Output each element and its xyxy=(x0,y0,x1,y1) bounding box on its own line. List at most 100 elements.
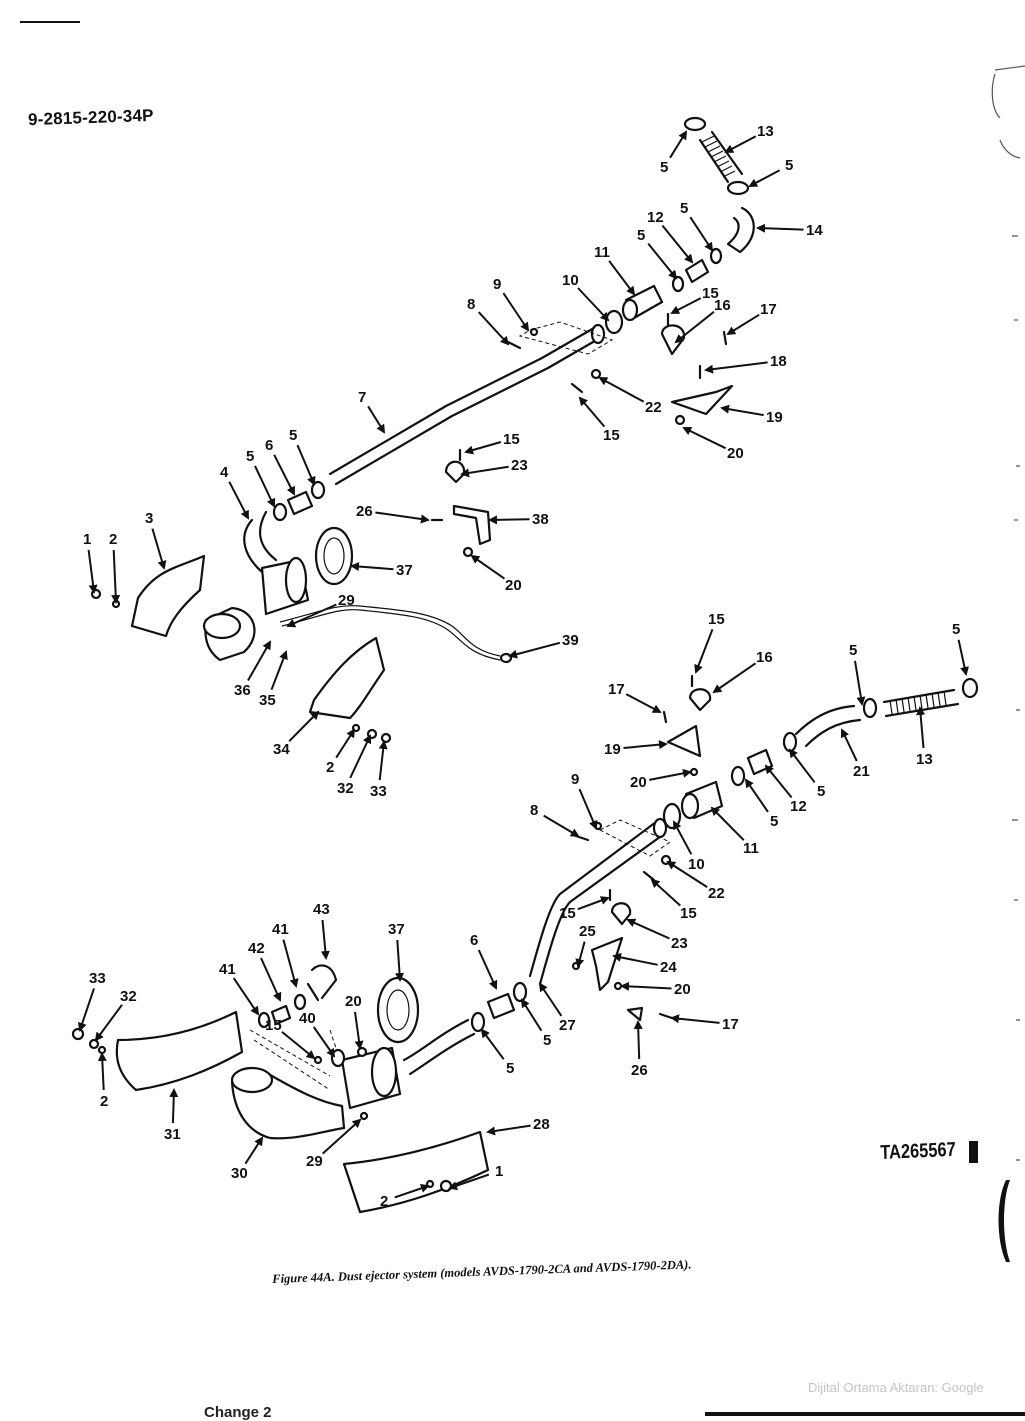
callout-number: 17 xyxy=(760,301,777,318)
callout-leader xyxy=(254,465,276,508)
screw-17 xyxy=(658,1012,674,1020)
callout-number: 23 xyxy=(671,935,688,952)
callout-leader xyxy=(682,427,727,450)
callout-leader xyxy=(916,706,926,749)
callout-leader xyxy=(151,528,167,570)
clamp-ring xyxy=(730,765,746,787)
bolt-8 xyxy=(506,340,522,350)
callout-number: 20 xyxy=(345,993,362,1010)
callout-number: 9 xyxy=(493,276,501,293)
callout-number: 21 xyxy=(853,763,870,780)
callout-leader xyxy=(577,896,610,911)
callout-leader xyxy=(726,313,760,336)
callout-leader xyxy=(111,549,121,604)
clamp-ring xyxy=(470,1011,486,1033)
washer-2 xyxy=(97,1045,107,1055)
callout-leader xyxy=(620,981,672,991)
callout-leader xyxy=(612,952,658,966)
callout-leader xyxy=(77,988,95,1032)
callout-leader xyxy=(477,311,510,346)
callout-number: 5 xyxy=(637,227,645,244)
shield-28 xyxy=(342,1130,490,1214)
bolt-8 xyxy=(574,834,590,842)
callout-number: 34 xyxy=(273,741,290,758)
callout-number: 24 xyxy=(660,959,677,976)
callout-leader xyxy=(608,260,636,296)
flex-hose-upper xyxy=(683,116,750,196)
callout-number: 41 xyxy=(272,921,289,938)
callout-leader xyxy=(674,311,715,344)
callout-number: 10 xyxy=(688,856,705,873)
shield-31 xyxy=(115,1010,244,1092)
nut-20 xyxy=(613,981,623,991)
callout-leader xyxy=(486,1124,531,1136)
nut-33 xyxy=(71,1027,85,1041)
callout-number: 1 xyxy=(83,531,91,548)
callout-number: 5 xyxy=(506,1060,514,1077)
screw-15 xyxy=(642,870,656,882)
callout-leader xyxy=(350,562,394,572)
callout-leaders xyxy=(77,130,969,1199)
tube-27-flange xyxy=(652,817,668,839)
callout-leader xyxy=(169,1088,179,1124)
callout-leader xyxy=(470,554,506,580)
callout-number: 18 xyxy=(770,353,787,370)
callout-leader xyxy=(661,224,694,264)
tube-7 xyxy=(328,326,602,486)
callout-number: 7 xyxy=(358,389,366,406)
callout-number: 35 xyxy=(259,692,276,709)
callout-number: 25 xyxy=(579,923,596,940)
sleeve-6 xyxy=(286,490,314,516)
callout-leader xyxy=(840,728,858,762)
callout-number: 12 xyxy=(790,798,807,815)
callout-leader xyxy=(764,764,793,799)
callout-number: 5 xyxy=(952,621,960,638)
elbow-21 xyxy=(794,704,862,748)
callout-number: 5 xyxy=(770,813,778,830)
right-edge-scan-marks xyxy=(991,65,1025,1262)
callout-number: 27 xyxy=(559,1017,576,1034)
upper-assembly xyxy=(90,116,755,744)
callout-leader xyxy=(538,982,563,1017)
callout-number: 5 xyxy=(246,448,254,465)
callout-leader xyxy=(480,1028,505,1060)
callout-leader xyxy=(247,640,271,681)
bracket-38 xyxy=(452,504,492,546)
clamp-ring xyxy=(310,480,326,500)
callout-number: 15 xyxy=(708,611,725,628)
callout-number: 20 xyxy=(727,445,744,462)
callout-number: 5 xyxy=(680,200,688,217)
callout-leader xyxy=(647,242,678,280)
callout-number: 26 xyxy=(631,1062,648,1079)
callout-leader xyxy=(502,292,530,332)
callout-leader xyxy=(704,361,768,374)
clamp-ring xyxy=(512,981,528,1003)
routing-dashed-lines xyxy=(249,1029,341,1091)
callout-leader xyxy=(724,135,757,153)
callout-leader xyxy=(543,814,580,838)
callout-number: 20 xyxy=(674,981,691,998)
clamp-41 xyxy=(293,993,307,1011)
callout-leader xyxy=(488,515,530,525)
callout-leader xyxy=(270,650,288,691)
screw-15 xyxy=(313,1055,323,1065)
callout-leader xyxy=(957,639,969,676)
clamp-ring xyxy=(671,275,685,293)
callout-number: 9 xyxy=(571,771,579,788)
callout-leader xyxy=(673,820,693,855)
callout-leader xyxy=(598,377,645,403)
clamp-ring xyxy=(709,247,723,265)
callout-leader xyxy=(244,1136,264,1165)
callout-number: 30 xyxy=(231,1165,248,1182)
callout-leader xyxy=(508,641,561,659)
housing-11-end xyxy=(621,298,639,322)
callout-number: 10 xyxy=(562,272,579,289)
clamp-ring xyxy=(272,502,288,522)
callout-number: 32 xyxy=(337,780,354,797)
washer-22 xyxy=(590,368,602,380)
ta-number-bar xyxy=(969,1141,978,1163)
clamp-23 xyxy=(444,460,466,484)
callout-leader xyxy=(87,549,98,594)
callout-leader xyxy=(320,919,330,960)
